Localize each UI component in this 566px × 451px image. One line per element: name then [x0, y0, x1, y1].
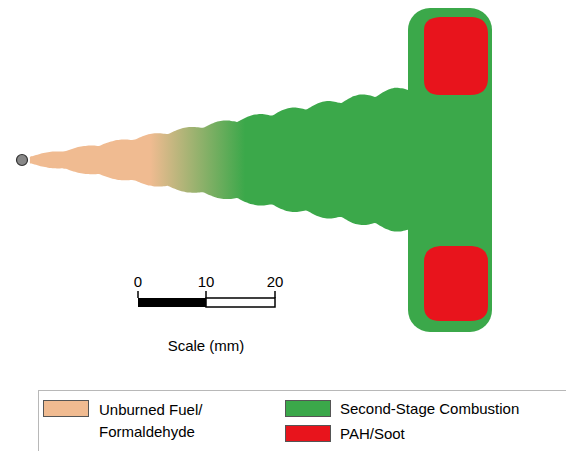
- scale-number: 0: [134, 272, 142, 291]
- scale-tick: [205, 291, 207, 298]
- legend-swatch: [285, 400, 331, 417]
- scale-title: Scale (mm): [168, 336, 245, 355]
- scale-number: 10: [198, 272, 215, 291]
- scale-tick: [137, 291, 139, 298]
- scale-bar: [206, 298, 275, 307]
- scale-number: 20: [267, 272, 284, 291]
- injector-nozzle: [17, 155, 28, 166]
- legend-text: PAH/Soot: [340, 424, 405, 443]
- legend-swatch: [43, 400, 89, 417]
- soot-region: [424, 246, 488, 321]
- soot-region: [424, 17, 488, 95]
- scale-bar: [138, 298, 206, 307]
- scale-tick: [274, 291, 276, 298]
- combustion-head: [408, 8, 492, 332]
- spray-plume: [30, 84, 422, 235]
- legend-text: Second-Stage Combustion: [340, 399, 519, 418]
- legend-text: Unburned Fuel/ Formaldehyde: [99, 399, 217, 443]
- legend-swatch: [285, 425, 331, 442]
